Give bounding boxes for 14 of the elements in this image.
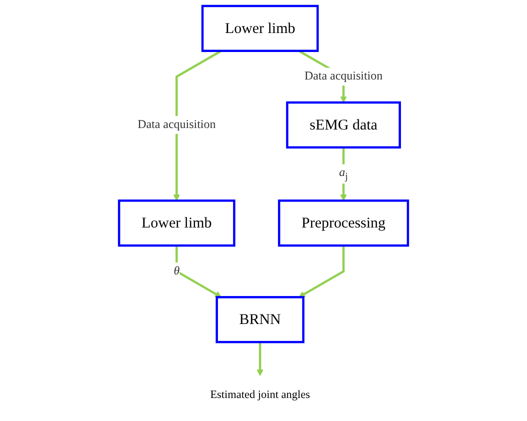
edge-label: Data acquisition (304, 70, 383, 83)
node-box: Preprocessing (278, 200, 410, 247)
node-box: Lower limb (118, 200, 236, 247)
node-box: BRNN (216, 296, 304, 344)
edge-label: a$_{j}$ (339, 166, 348, 182)
arrow (173, 50, 222, 201)
edge-label: θ (174, 264, 180, 278)
node-box: sEMG data (286, 101, 401, 149)
arrow (298, 246, 345, 298)
edge-label: Data acquisition (138, 118, 216, 131)
node-box: Lower limb (201, 4, 319, 52)
arrow (176, 246, 222, 298)
arrow (256, 342, 264, 376)
node-text: Estimated joint angles (210, 389, 310, 402)
